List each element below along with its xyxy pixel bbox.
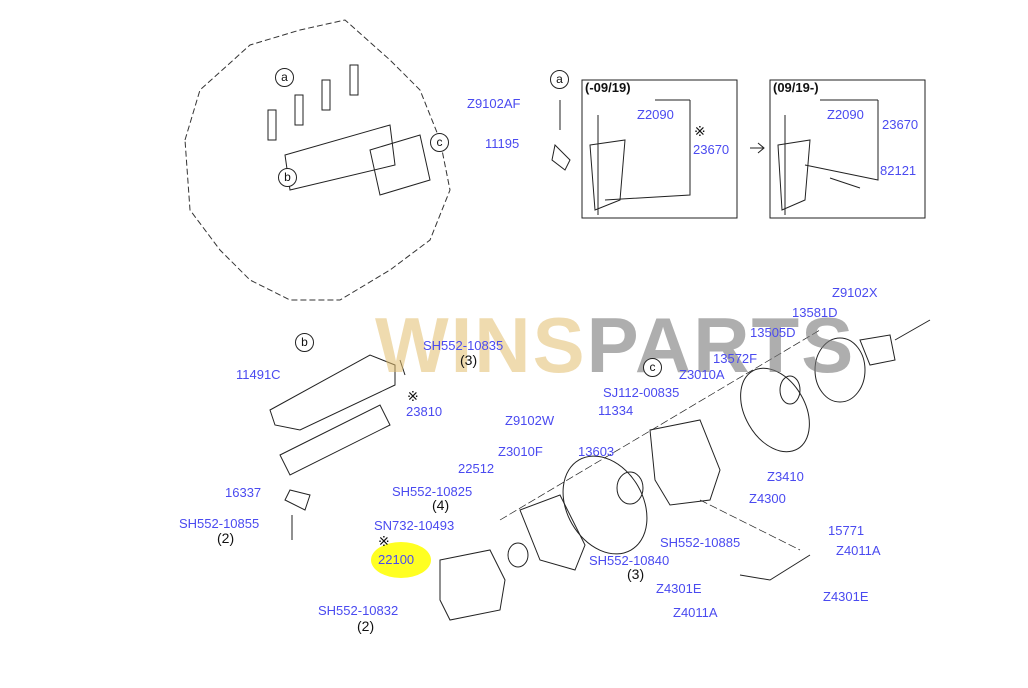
qty: (3) (460, 352, 478, 368)
part-SH552-10825[interactable]: SH552-10825 (392, 484, 473, 499)
part-13581D[interactable]: 13581D (792, 305, 838, 320)
part-SH552-10840[interactable]: SH552-10840 (589, 553, 670, 568)
new-version-title: (09/19-) (773, 80, 819, 95)
part-23810[interactable]: 23810 (406, 404, 443, 419)
part-13505D[interactable]: 13505D (750, 325, 796, 340)
part-Z9102W[interactable]: Z9102W (505, 413, 555, 428)
highlight-marker (371, 542, 431, 578)
part-23670-new[interactable]: 23670 (882, 117, 919, 132)
part-Z3010F[interactable]: Z3010F (498, 444, 543, 459)
section-c-label: c (643, 358, 662, 377)
note-mark: ※ (378, 533, 390, 549)
qty: (4) (432, 497, 450, 513)
part-11491C[interactable]: 11491C (236, 367, 281, 382)
watermark-logo: WINSPARTS (375, 301, 856, 389)
part-15771[interactable]: 15771 (828, 523, 865, 538)
old-version-title: (-09/19) (585, 80, 631, 95)
part-Z4011A[interactable]: Z4011A (673, 605, 718, 620)
qty: (3) (627, 566, 645, 582)
part-16337[interactable]: 16337 (225, 485, 262, 500)
part-Z3010A[interactable]: Z3010A (679, 367, 725, 382)
qty: (2) (357, 618, 375, 634)
part-82121[interactable]: 82121 (880, 163, 917, 178)
part-SH552-10855[interactable]: SH552-10855 (179, 516, 260, 531)
part-SH552-10835[interactable]: SH552-10835 (423, 338, 504, 353)
qty: (2) (217, 530, 235, 546)
part-Z2090-old[interactable]: Z2090 (637, 107, 674, 122)
section-b-label: b (295, 333, 314, 352)
part-Z4011A[interactable]: Z4011A (836, 543, 881, 558)
note-mark: ※ (407, 388, 419, 404)
note-mark: ※ (694, 123, 706, 139)
part-SJ112-00835[interactable]: SJ112-00835 (603, 385, 680, 400)
part-22512[interactable]: 22512 (458, 461, 495, 476)
part-13572F[interactable]: 13572F (713, 351, 758, 366)
part-22100[interactable]: 22100 (378, 552, 415, 567)
part-SH552-10832[interactable]: SH552-10832 (318, 603, 399, 618)
part-Z4301E[interactable]: Z4301E (823, 589, 869, 604)
part-SN732-10493[interactable]: SN732-10493 (374, 518, 455, 533)
callout-c: c (430, 133, 449, 152)
part-11195[interactable]: 11195 (485, 136, 520, 151)
part-SH552-10885[interactable]: SH552-10885 (660, 535, 741, 550)
part-Z4300[interactable]: Z4300 (749, 491, 786, 506)
part-Z4301E[interactable]: Z4301E (656, 581, 702, 596)
callout-b: b (278, 168, 297, 187)
section-a-label: a (550, 70, 569, 89)
part-23670-old[interactable]: 23670 (693, 142, 730, 157)
part-Z9102X[interactable]: Z9102X (832, 285, 878, 300)
callout-a: a (275, 68, 294, 87)
part-Z2090-new[interactable]: Z2090 (827, 107, 864, 122)
part-13603[interactable]: 13603 (578, 444, 615, 459)
part-11334[interactable]: 11334 (598, 403, 634, 418)
part-Z3410[interactable]: Z3410 (767, 469, 804, 484)
part-Z9102AF[interactable]: Z9102AF (467, 96, 521, 111)
